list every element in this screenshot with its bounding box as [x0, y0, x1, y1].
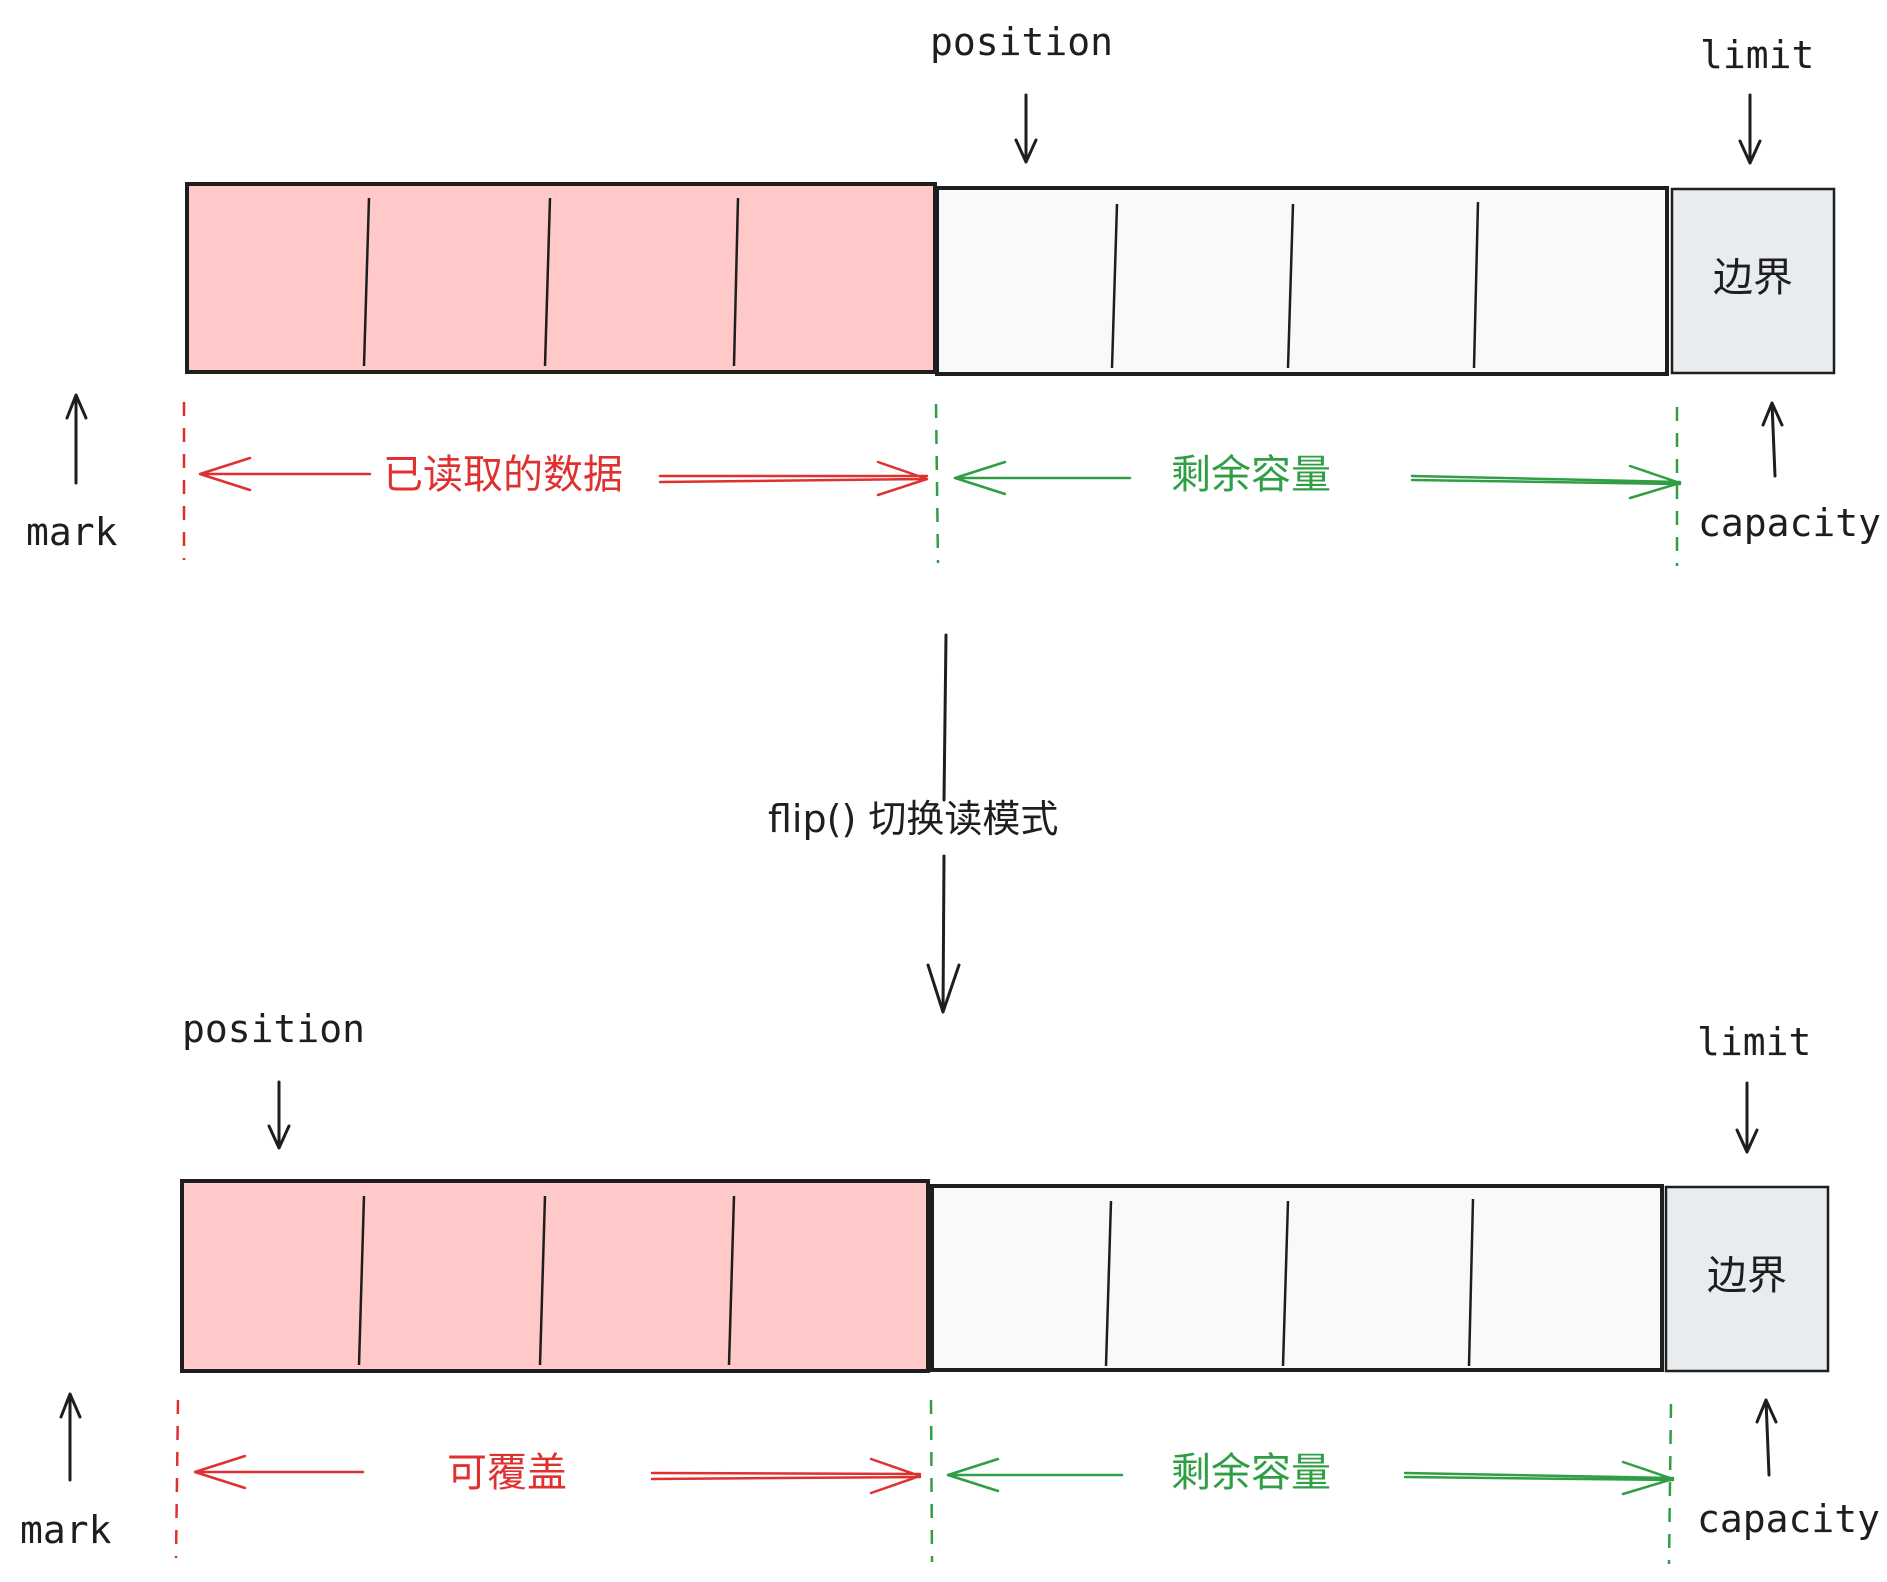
top-read-span-label: 已读取的数据: [383, 452, 623, 498]
top-capacity-label: capacity: [1698, 501, 1881, 545]
bottom-boundary-cell: [1664, 1185, 1830, 1373]
top-limit-label: limit: [1700, 33, 1814, 77]
bottom-overwrite-left-arrow-icon: [193, 1454, 365, 1490]
bottom-read-cell-dividers: [357, 1195, 736, 1366]
top-position-dashed-line: [934, 403, 940, 564]
bottom-capacity-arrow-icon: [1755, 1398, 1778, 1477]
top-capacity-arrow-icon: [1761, 401, 1784, 478]
bottom-free-left-arrow-icon: [946, 1457, 1124, 1493]
top-position-label: position: [930, 20, 1113, 64]
top-position-arrow-icon: [1014, 93, 1038, 164]
top-free-span-label: 剩余容量: [1171, 452, 1331, 498]
top-read-left-arrow-icon: [198, 456, 372, 492]
top-mark-label: mark: [26, 510, 118, 554]
bottom-limit-arrow-icon: [1735, 1081, 1759, 1154]
bottom-start-dashed-line: [174, 1399, 180, 1559]
bottom-position-dashed-line: [929, 1399, 934, 1563]
bottom-free-region: [930, 1184, 1664, 1372]
bottom-limit-label: limit: [1697, 1020, 1811, 1064]
top-free-right-arrow-icon: [1410, 464, 1682, 500]
bottom-overwrite-span-label: 可覆盖: [447, 1450, 567, 1496]
bottom-mark-arrow-icon: [59, 1392, 82, 1482]
bottom-limit-dashed-line: [1667, 1403, 1673, 1565]
top-boundary-label: 边界: [1713, 255, 1793, 301]
bottom-position-label: position: [182, 1007, 365, 1051]
top-buffer: position limit 边界 mark capacity 已读取的数据 剩…: [26, 20, 1881, 566]
flip-transition: flip() 切换读模式: [768, 633, 1058, 1014]
bottom-buffer: position limit 边界 mark capacity 可覆盖 剩余容量: [20, 1007, 1880, 1565]
bottom-capacity-label: capacity: [1697, 1497, 1880, 1541]
top-limit-arrow-icon: [1738, 93, 1762, 165]
bottom-free-span-label: 剩余容量: [1171, 1450, 1331, 1496]
top-free-cell-dividers: [1110, 201, 1480, 369]
bottom-position-arrow-icon: [267, 1080, 291, 1150]
top-boundary-cell: [1670, 187, 1836, 375]
bottom-overwrite-right-arrow-icon: [650, 1457, 922, 1495]
flip-label: flip() 切换读模式: [768, 797, 1058, 841]
flip-down-arrow-icon: [926, 633, 961, 1014]
top-read-right-arrow-icon: [658, 460, 929, 497]
top-free-region: [935, 186, 1669, 376]
bottom-mark-label: mark: [20, 1508, 112, 1552]
bottom-free-right-arrow-icon: [1403, 1460, 1675, 1496]
bottom-read-region: [180, 1179, 930, 1373]
top-read-cell-dividers: [362, 197, 740, 367]
bottom-boundary-label: 边界: [1707, 1253, 1787, 1299]
top-mark-arrow-icon: [65, 393, 88, 485]
bottom-free-cell-dividers: [1104, 1198, 1475, 1367]
top-free-left-arrow-icon: [953, 460, 1132, 496]
top-read-region: [185, 182, 937, 374]
